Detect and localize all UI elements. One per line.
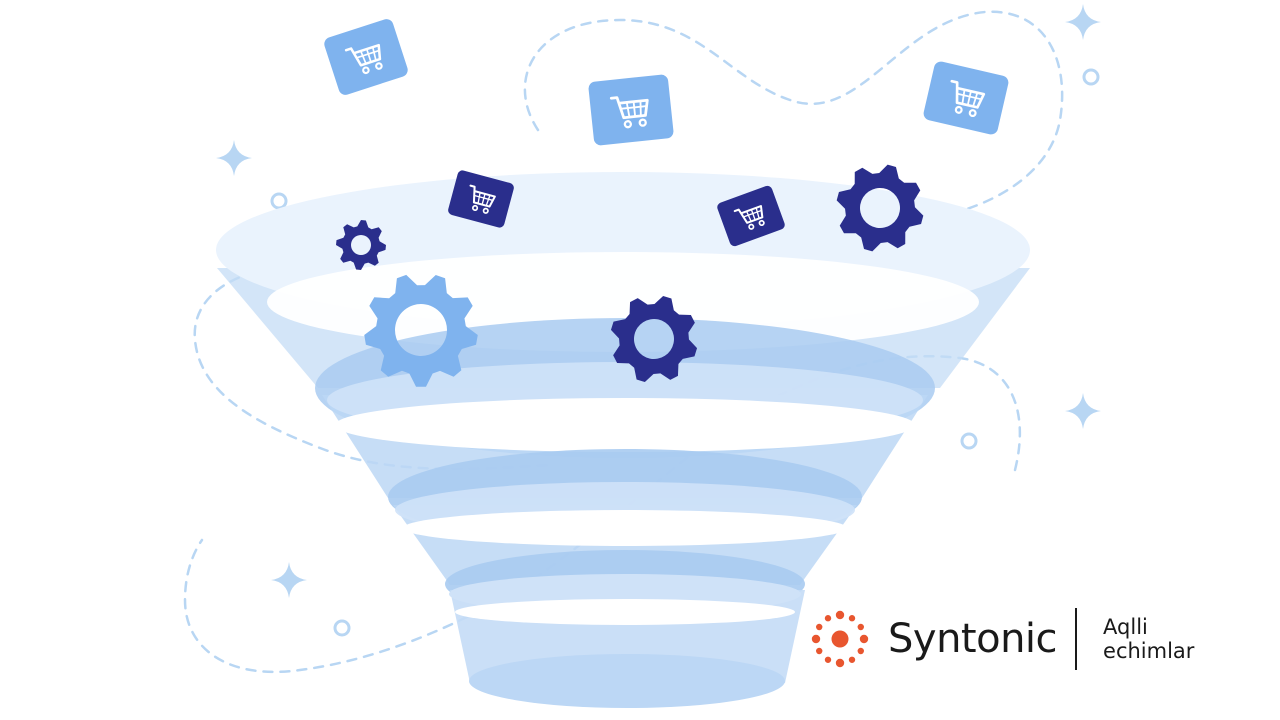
shopping-cart-icon: [717, 185, 785, 247]
ring-icon: [1082, 68, 1100, 86]
shopping-cart-icon: [588, 74, 674, 146]
brand-lockup: Syntonic Aqlli echimlar: [808, 604, 1194, 674]
sparkle-icon: [216, 140, 252, 176]
brand-tagline-line1: Aqlli: [1103, 615, 1148, 639]
gear-icon: [836, 164, 924, 252]
ring-icon: [333, 619, 351, 637]
gear-icons: [336, 164, 924, 387]
ring-icon: [270, 192, 288, 210]
shopping-cart-icon: [923, 61, 1009, 135]
shopping-cart-icon: [448, 170, 514, 228]
brand-name: Syntonic: [888, 616, 1058, 662]
gear-icon: [364, 274, 478, 387]
gear-icon: [610, 295, 698, 383]
shopping-cart-icon: [324, 19, 408, 95]
sparkle-icon: [271, 562, 307, 598]
brand-tagline-line2: echimlar: [1103, 639, 1195, 663]
ring-icons: [270, 68, 1100, 637]
brand-divider: [1075, 608, 1078, 670]
sparkle-icon: [1065, 4, 1101, 40]
gear-icon: [336, 220, 386, 270]
brand-tagline: Aqlli echimlar: [1103, 615, 1194, 663]
sparkle-icon: [1065, 393, 1101, 429]
syntonic-logo-icon: [811, 610, 869, 668]
ring-icon: [960, 432, 978, 450]
